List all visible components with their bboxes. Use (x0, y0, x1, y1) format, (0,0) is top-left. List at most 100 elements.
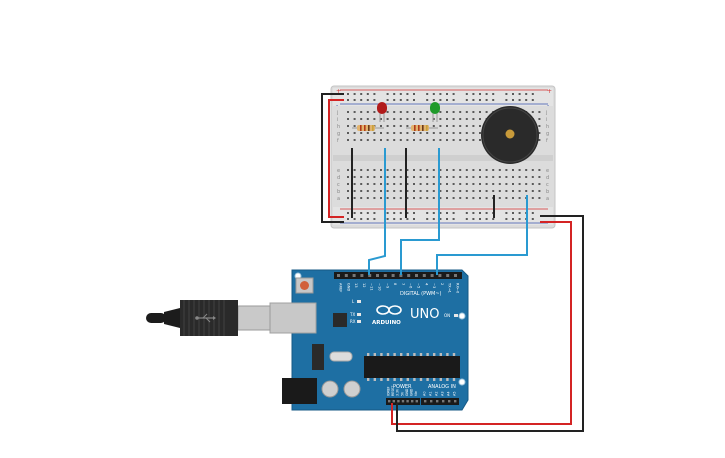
breadboard-hole[interactable] (360, 183, 363, 185)
breadboard-hole[interactable] (446, 197, 448, 199)
green-led[interactable] (430, 102, 440, 122)
rail-hole[interactable] (406, 218, 409, 220)
breadboard-hole[interactable] (426, 183, 429, 185)
wire-pin12-red-led[interactable] (368, 148, 386, 275)
breadboard-hole[interactable] (452, 197, 455, 199)
breadboard-hole[interactable] (472, 176, 475, 178)
rail-hole[interactable] (386, 99, 389, 101)
rail-hole[interactable] (399, 218, 402, 220)
breadboard-hole[interactable] (485, 176, 488, 178)
breadboard-hole[interactable] (432, 139, 435, 141)
rail-hole[interactable] (472, 212, 475, 214)
breadboard-hole[interactable] (393, 176, 396, 178)
breadboard-hole[interactable] (525, 176, 528, 178)
breadboard-hole[interactable] (399, 118, 402, 120)
breadboard-hole[interactable] (353, 169, 356, 171)
rail-hole[interactable] (373, 93, 376, 95)
breadboard-hole[interactable] (373, 139, 376, 141)
breadboard-hole[interactable] (413, 183, 415, 185)
rail-hole[interactable] (465, 99, 468, 101)
breadboard-hole[interactable] (525, 183, 528, 185)
breadboard-hole[interactable] (406, 111, 409, 113)
breadboard-hole[interactable] (505, 169, 508, 171)
rail-hole[interactable] (452, 212, 455, 214)
rail-hole[interactable] (472, 99, 475, 101)
breadboard-hole[interactable] (393, 111, 396, 113)
rail-hole[interactable] (393, 212, 396, 214)
breadboard-hole[interactable] (452, 183, 455, 185)
digital-pin[interactable] (446, 274, 450, 277)
breadboard-hole[interactable] (347, 183, 349, 185)
breadboard-hole[interactable] (459, 183, 462, 185)
breadboard-hole[interactable] (472, 183, 475, 185)
analog-pin[interactable] (454, 400, 457, 403)
rail-hole[interactable] (446, 99, 448, 101)
breadboard-hole[interactable] (538, 111, 541, 113)
rail-hole[interactable] (353, 212, 356, 214)
breadboard-hole[interactable] (485, 190, 488, 192)
breadboard-hole[interactable] (380, 118, 382, 120)
breadboard-hole[interactable] (406, 118, 409, 120)
breadboard-hole[interactable] (413, 169, 415, 171)
breadboard-hole[interactable] (439, 197, 442, 199)
rail-hole[interactable] (386, 218, 389, 220)
breadboard-hole[interactable] (538, 197, 541, 199)
breadboard-hole[interactable] (446, 132, 448, 134)
breadboard-hole[interactable] (432, 197, 435, 199)
breadboard-hole[interactable] (393, 197, 396, 199)
breadboard-hole[interactable] (479, 190, 481, 192)
rail-hole[interactable] (353, 93, 356, 95)
breadboard-hole[interactable] (505, 190, 508, 192)
breadboard-hole[interactable] (386, 139, 389, 141)
rail-hole[interactable] (360, 218, 363, 220)
breadboard-hole[interactable] (399, 176, 402, 178)
breadboard-hole[interactable] (426, 176, 429, 178)
breadboard-hole[interactable] (353, 176, 356, 178)
breadboard-hole[interactable] (366, 139, 369, 141)
breadboard-hole[interactable] (386, 183, 389, 185)
breadboard-hole[interactable] (360, 169, 363, 171)
breadboard-hole[interactable] (505, 176, 508, 178)
breadboard-hole[interactable] (393, 139, 396, 141)
rail-hole[interactable] (413, 93, 415, 95)
breadboard-hole[interactable] (413, 176, 415, 178)
breadboard-hole[interactable] (538, 169, 541, 171)
breadboard-hole[interactable] (479, 132, 481, 134)
breadboard-hole[interactable] (498, 190, 501, 192)
breadboard-hole[interactable] (452, 132, 455, 134)
breadboard-hole[interactable] (492, 190, 495, 192)
rail-hole[interactable] (485, 99, 488, 101)
breadboard-hole[interactable] (538, 139, 541, 141)
breadboard-hole[interactable] (386, 197, 389, 199)
breadboard-hole[interactable] (373, 190, 376, 192)
breadboard-hole[interactable] (399, 183, 402, 185)
breadboard-hole[interactable] (492, 183, 495, 185)
rail-hole[interactable] (452, 99, 455, 101)
breadboard-hole[interactable] (399, 132, 402, 134)
breadboard-hole[interactable] (459, 169, 462, 171)
analog-pin[interactable] (430, 400, 433, 403)
breadboard-hole[interactable] (439, 132, 442, 134)
breadboard-hole[interactable] (353, 132, 356, 134)
rail-hole[interactable] (386, 212, 389, 214)
breadboard-hole[interactable] (446, 139, 448, 141)
breadboard-hole[interactable] (485, 183, 488, 185)
digital-pin-holes[interactable] (337, 274, 457, 277)
breadboard-hole[interactable] (498, 176, 501, 178)
rail-hole[interactable] (386, 93, 389, 95)
digital-pin[interactable] (368, 274, 372, 277)
breadboard-hole[interactable] (426, 190, 429, 192)
breadboard-hole[interactable] (518, 176, 521, 178)
rail-hole[interactable] (505, 212, 508, 214)
rail-hole[interactable] (373, 99, 376, 101)
breadboard-hole[interactable] (465, 190, 468, 192)
analog-pin[interactable] (448, 400, 451, 403)
rail-hole[interactable] (525, 99, 528, 101)
rail-hole[interactable] (452, 218, 455, 220)
breadboard-hole[interactable] (347, 139, 349, 141)
reset-button[interactable] (300, 281, 309, 290)
breadboard-hole[interactable] (419, 183, 422, 185)
rail-hole[interactable] (479, 212, 481, 214)
breadboard-hole[interactable] (518, 190, 521, 192)
